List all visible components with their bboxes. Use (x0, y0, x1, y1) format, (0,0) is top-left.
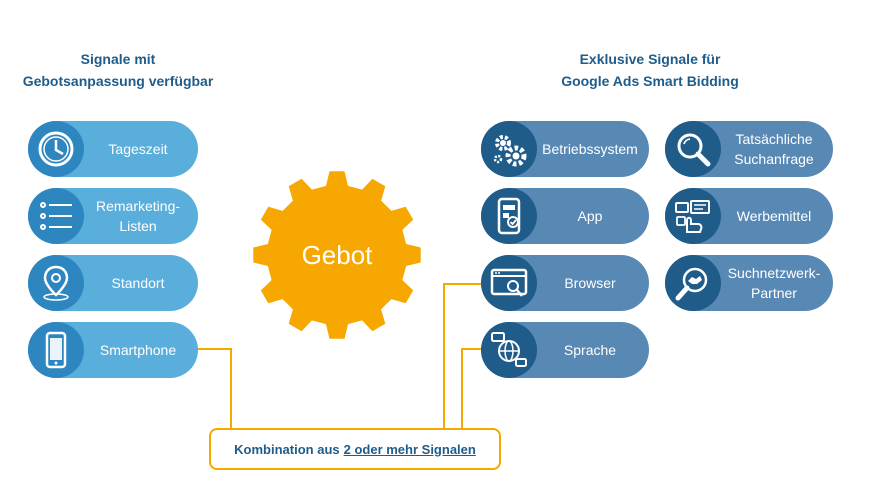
mobile-app-icon (497, 197, 521, 235)
signal-tageszeit: Tageszeit (28, 121, 198, 177)
signal-label: Sprache (563, 342, 617, 358)
left-heading: Signale mit Gebotsanpassung verfügbar (18, 48, 218, 92)
partner-search-icon (675, 267, 708, 301)
signal-label-line-2: Listen (119, 218, 157, 234)
globe-chat-icon (491, 332, 527, 367)
signal-label-line-2: Suchanfrage (734, 151, 814, 167)
signal-standort: Standort (28, 255, 198, 311)
signal-betriebssystem: Betriebssystem (481, 121, 649, 177)
signal-browser: Browser (481, 255, 649, 311)
list-icon (40, 202, 72, 230)
signal-label-line-1: Remarketing- (95, 198, 181, 214)
signal-app: App (481, 188, 649, 244)
gear-label: Gebot (301, 239, 373, 270)
signal-label: Tageszeit (108, 141, 168, 157)
signal-remarketing-listen: Remarketing- Listen (28, 188, 198, 244)
location-pin-icon (43, 265, 69, 301)
ad-creative-icon (675, 200, 710, 233)
right-heading-line-2: Google Ads Smart Bidding (561, 73, 739, 89)
clock-icon (38, 131, 74, 167)
smartphone-icon (45, 331, 67, 369)
signal-sprache: Sprache (481, 322, 649, 378)
browser-search-icon (490, 268, 528, 297)
signal-smartphone: Smartphone (28, 322, 198, 378)
signal-suchnetzwerk-partner: Suchnetzwerk- Partner (665, 255, 833, 311)
right-heading-line-1: Exklusive Signale für (579, 51, 721, 67)
signal-label: Werbemittel (736, 208, 812, 224)
signal-label: Smartphone (99, 342, 177, 358)
signal-label: Browser (564, 275, 616, 291)
gear-body (253, 171, 421, 339)
left-heading-line-1: Signale mit (80, 51, 156, 67)
left-heading-line-2: Gebotsanpassung verfügbar (22, 73, 214, 89)
connector-smartphone (196, 348, 232, 428)
magnifier-icon (677, 133, 711, 167)
gears-icon (493, 135, 527, 167)
right-heading: Exklusive Signale für Google Ads Smart B… (540, 48, 760, 92)
connector-sprache (461, 348, 482, 428)
combination-link[interactable]: 2 oder mehr Signalen (343, 441, 476, 457)
signal-label-line-2: Partner (751, 285, 797, 301)
signal-label: Standort (111, 275, 165, 291)
gear-shape (253, 171, 421, 339)
signal-werbemittel: Werbemittel (665, 188, 833, 244)
signal-label: App (577, 208, 603, 224)
signal-label: Betriebssystem (542, 141, 638, 157)
bid-gear: Gebot (252, 170, 422, 340)
combination-box: Kombination aus 2 oder mehr Signalen (209, 428, 501, 470)
signal-label-line-1: Suchnetzwerk- (727, 265, 821, 281)
connector-browser (443, 283, 482, 428)
signal-label-line-1: Tatsächliche (735, 131, 813, 147)
combination-prefix: Kombination aus (234, 441, 340, 457)
